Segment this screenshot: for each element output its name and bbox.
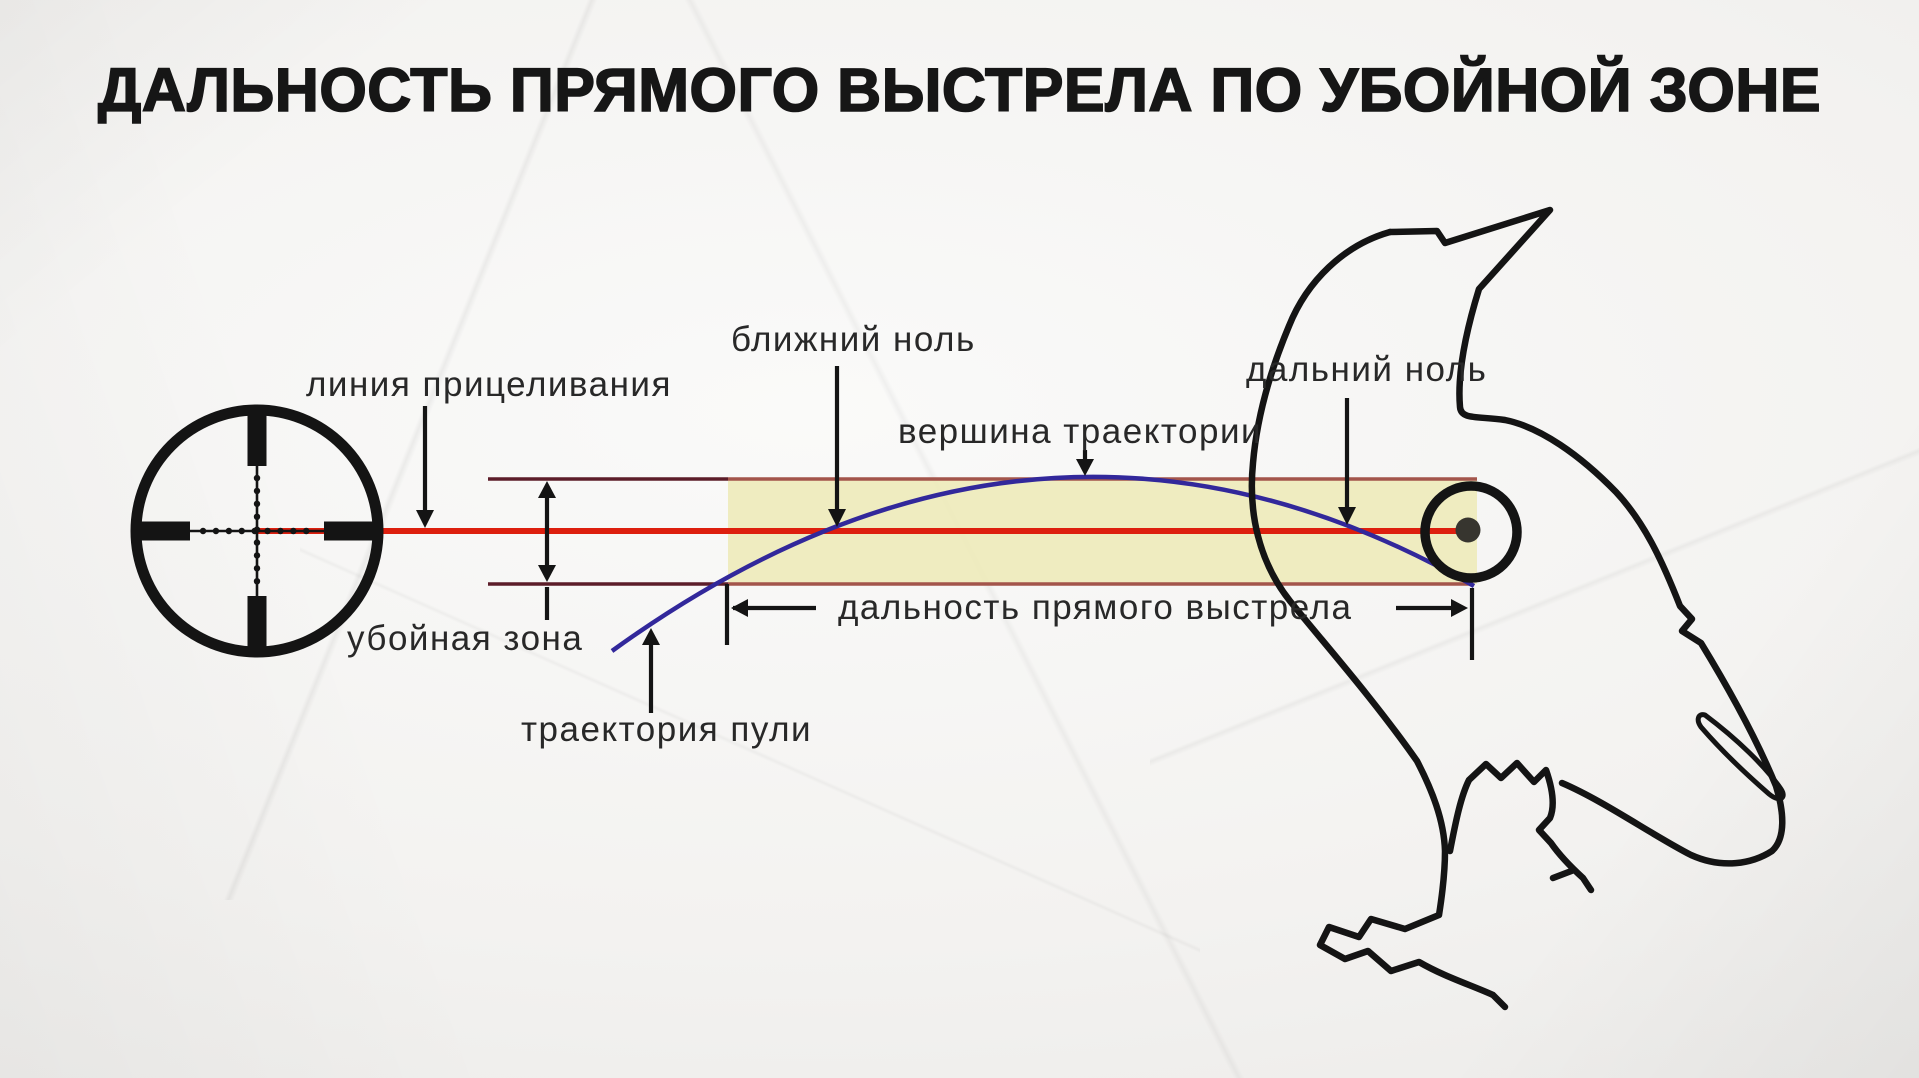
crow-wing-feather-slit (1695, 712, 1786, 802)
bullet-trajectory-curve (610, 474, 1476, 653)
aim-line-arrowhead (416, 510, 434, 528)
annotation-arrows (422, 366, 1475, 713)
label-bullet-trajectory: траектория пули (521, 710, 813, 749)
range-arrowhead-right (1451, 599, 1468, 617)
trajectory-arrowhead (642, 628, 660, 645)
label-kill-zone: убойная зона (347, 619, 584, 658)
label-direct-shot-range: дальность прямого выстрела (838, 588, 1353, 627)
crow-front-and-leg (1248, 228, 1509, 1011)
page-title: ДАЛЬНОСТЬ ПРЯМОГО ВЫСТРЕЛА ПО УБОЙНОЙ ЗО… (97, 56, 1822, 125)
scope-reticle-icon (130, 404, 384, 658)
range-arrowhead-left (731, 599, 748, 617)
apex-arrowhead (1076, 459, 1094, 476)
bullseye-ring (1420, 481, 1522, 583)
near-zero-arrowhead (828, 509, 846, 527)
crow-beak-back-tail (1386, 206, 1786, 867)
label-far-zero: дальний ноль (1246, 350, 1488, 389)
kill-zone-arrowhead-down (538, 565, 556, 582)
bullseye-dot (1455, 517, 1481, 543)
label-trajectory-apex: вершина траектории (898, 412, 1263, 451)
kill-zone-arrowhead-up (538, 481, 556, 498)
far-zero-arrowhead (1338, 507, 1356, 525)
label-near-zero: ближний ноль (731, 320, 976, 359)
crow-thigh-and-foot (1446, 759, 1595, 894)
crow-outline-icon (1248, 206, 1786, 1011)
bullseye-target-icon (1420, 481, 1522, 583)
annotation-arrowheads (416, 459, 1468, 645)
label-aim-line: линия прицеливания (306, 365, 672, 404)
